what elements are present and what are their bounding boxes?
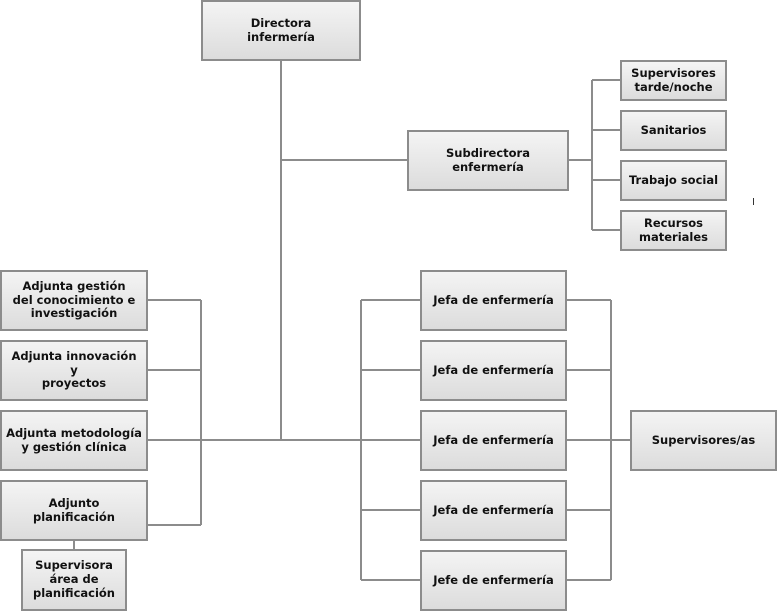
node-label-line: Recursos [644, 215, 703, 230]
node-label-line: del conocimiento e [12, 292, 136, 307]
node-jefe-enfermeria-5: Jefe de enfermería [420, 550, 567, 611]
node-label-line: Adjunta innovación y [11, 348, 137, 377]
node-label-line: planificación [32, 585, 115, 600]
node-label-line: materiales [639, 229, 708, 244]
node-label-line: tarde/noche [634, 79, 713, 94]
node-label: Sanitarios [640, 122, 707, 138]
node-label-line: Directora [250, 15, 312, 30]
node-jefa-enfermeria-3: Jefa de enfermería [420, 410, 567, 471]
node-supervisores-as: Supervisores/as [630, 410, 777, 471]
node-label-line: Supervisores [631, 65, 716, 80]
node-label-line: Adjunta metodología [6, 425, 142, 440]
node-label-line: Jefa de enfermería [433, 292, 554, 307]
node-jefa-enfermeria-2: Jefa de enfermería [420, 340, 567, 401]
stray-mark [753, 198, 754, 205]
node-label-line: Supervisores/as [651, 432, 756, 447]
node-label-line: proyectos [41, 376, 107, 391]
node-jefa-enfermeria-4: Jefa de enfermería [420, 480, 567, 541]
node-sanitarios: Sanitarios [620, 110, 727, 151]
node-label-line: Jefa de enfermería [433, 432, 554, 447]
node-label-line: Trabajo social [628, 172, 719, 187]
node-label-line: Adjunto [48, 495, 100, 510]
node-label-line: área de [49, 572, 99, 587]
node-label-line: investigación [30, 306, 118, 321]
node-label-line: infermería [247, 29, 315, 44]
node-label: Jefa de enfermería [433, 362, 554, 378]
node-label: Jefa de enfermería [433, 292, 554, 308]
node-label-line: Adjunta gestión [22, 278, 126, 293]
node-label-line: enfermería [452, 159, 524, 174]
node-jefa-enfermeria-1: Jefa de enfermería [420, 270, 567, 331]
node-label-line: planificación [32, 509, 115, 524]
node-label-line: Subdirectora [446, 145, 530, 160]
node-trabajo-social: Trabajo social [620, 160, 727, 201]
node-label-line: Sanitarios [640, 122, 707, 137]
node-label-line: Jefa de enfermería [433, 502, 554, 517]
node-label: Supervisores/as [651, 432, 756, 448]
node-label: Trabajo social [628, 172, 719, 188]
node-label: Jefa de enfermería [433, 432, 554, 448]
node-label: Jefe de enfermería [433, 572, 554, 588]
node-label: Jefa de enfermería [433, 502, 554, 518]
node-label-line: Supervisora [35, 558, 113, 573]
node-label-line: Jefa de enfermería [433, 362, 554, 377]
node-label-line: Jefe de enfermería [433, 572, 554, 587]
node-label-line: y gestión clínica [21, 439, 127, 454]
